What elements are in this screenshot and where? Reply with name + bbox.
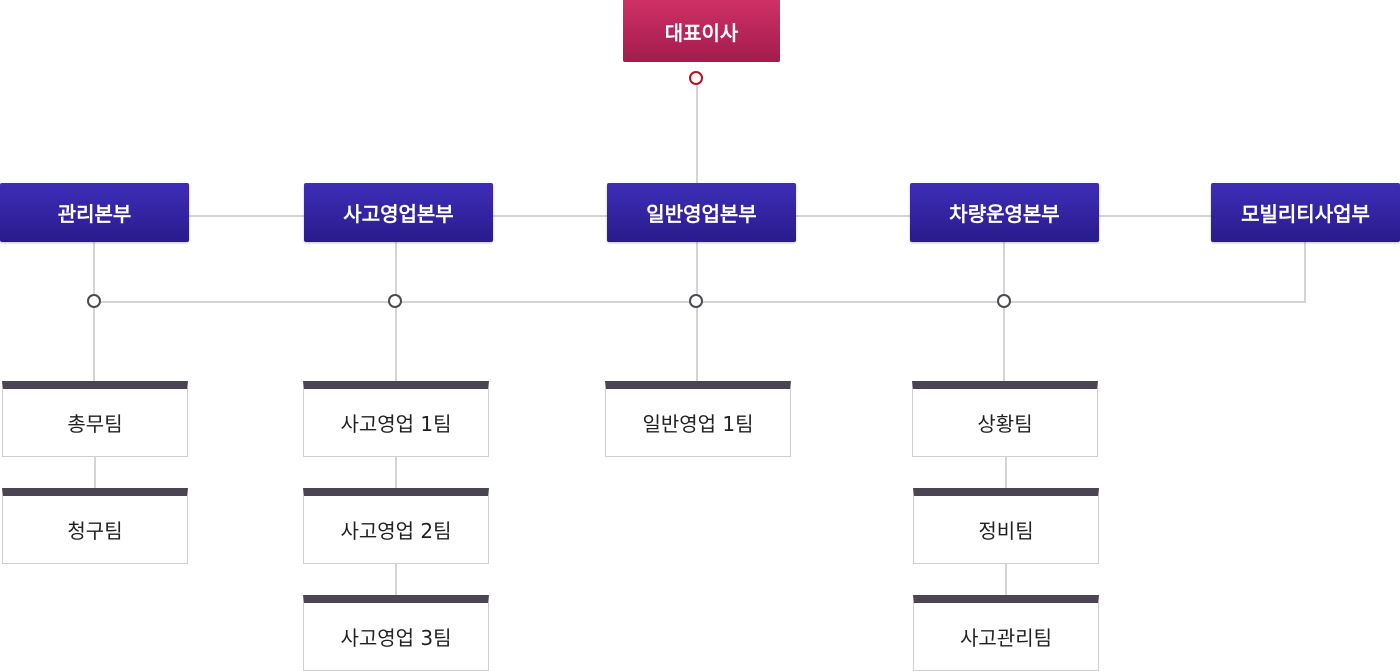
ceo-connector-node (689, 71, 703, 85)
division-accident-sales: 사고영업본부 (304, 183, 493, 242)
branch-node-vehicle-ops (997, 294, 1011, 308)
team-accident-sales-3: 사고영업 3팀 (303, 595, 489, 671)
team-general-affairs: 총무팀 (2, 381, 188, 457)
team-accident-sales-1: 사고영업 1팀 (303, 381, 489, 457)
branch-node-general-sales (689, 294, 703, 308)
branch-node-management (87, 294, 101, 308)
team-general-sales-1: 일반영업 1팀 (605, 381, 791, 457)
ceo-box: 대표이사 (623, 0, 780, 62)
branch-node-accident-sales (388, 294, 402, 308)
division-mobility: 모빌리티사업부 (1211, 183, 1400, 242)
team-accident-sales-2: 사고영업 2팀 (303, 488, 489, 564)
division-management: 관리본부 (0, 183, 189, 242)
team-maintenance: 정비팀 (913, 488, 1099, 564)
division-general-sales: 일반영업본부 (607, 183, 796, 242)
team-billing: 청구팀 (2, 488, 188, 564)
team-situation: 상황팀 (912, 381, 1098, 457)
team-accident-management: 사고관리팀 (913, 595, 1099, 671)
division-vehicle-ops: 차량운영본부 (910, 183, 1099, 242)
